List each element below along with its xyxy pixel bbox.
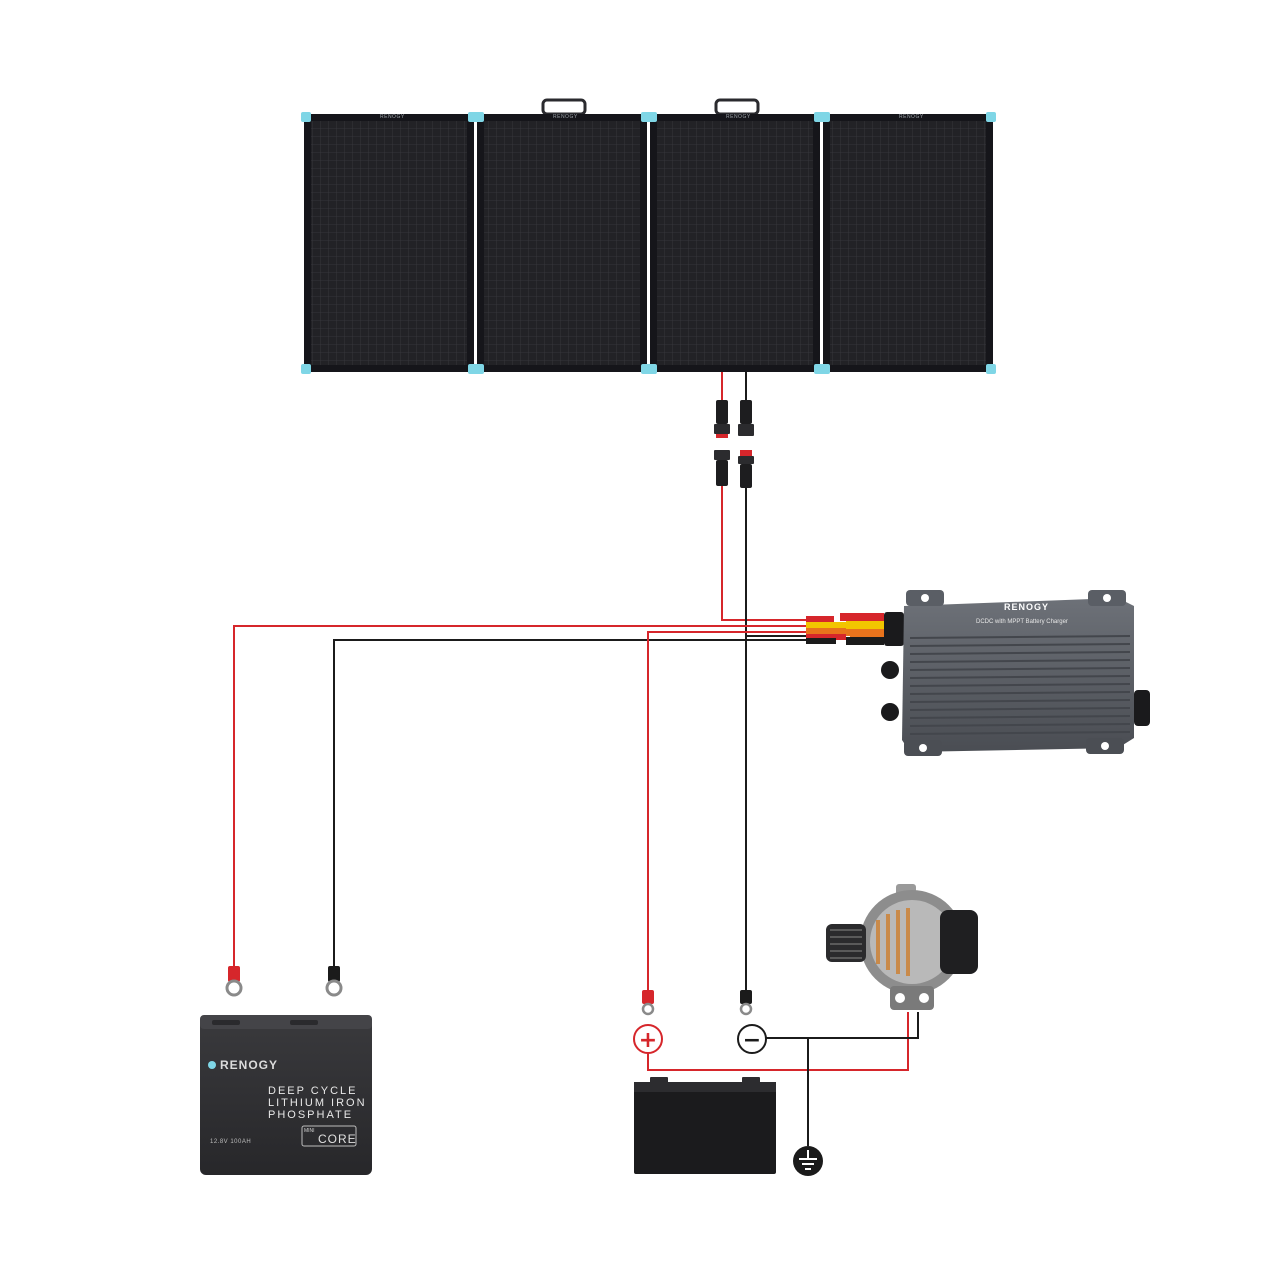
ring-terminal-positive	[225, 966, 243, 997]
house-battery-positive-wire	[233, 625, 810, 966]
dcdc-charger: RENOGY DCDC with MPPT Battery Charger	[881, 590, 1150, 756]
panel-module-4	[823, 114, 993, 372]
ring-terminal-negative	[739, 990, 753, 1016]
controller-terminal	[1134, 690, 1150, 726]
controller-heatsink	[909, 635, 1131, 735]
battery-brand-label: RENOGY	[220, 1058, 278, 1072]
battery-title-line-3: PHOSPHATE	[268, 1109, 353, 1121]
panel-module-1	[304, 114, 474, 372]
battery-series-badge	[301, 1125, 357, 1147]
controller-subtitle: DCDC with MPPT Battery Charger	[976, 619, 1068, 625]
alternator-positive-wire	[647, 1012, 909, 1071]
ring-terminals	[225, 966, 753, 1016]
mc4-connector-positive-lower	[714, 450, 730, 486]
wiring	[233, 486, 919, 1146]
negative-symbol: −	[743, 1028, 761, 1053]
panel-brand-label: RENOGY	[553, 114, 578, 120]
house-battery-negative-wire	[333, 639, 810, 966]
controller-cable-bundle	[806, 612, 904, 646]
battery-series-mini: MINI	[304, 1128, 315, 1134]
alternator-icon	[826, 884, 978, 1010]
panel-handle	[714, 98, 760, 116]
battery-series-name: CORE	[318, 1132, 357, 1146]
mc4-connector-negative	[738, 400, 754, 436]
battery-spec-label: 12.8V 100AH	[210, 1139, 251, 1145]
mc4-connector-positive	[714, 400, 730, 438]
solar-panel: RENOGY RENOGY RENOGY RENOGY	[301, 98, 996, 374]
positive-terminal-marker: +	[633, 1024, 663, 1054]
controller-port	[881, 661, 899, 679]
battery-title-line-1: DEEP CYCLE	[268, 1085, 358, 1097]
pv-positive-wire	[721, 486, 810, 621]
alternator-negative-wire	[766, 1012, 919, 1039]
starter-battery-positive-wire	[647, 631, 810, 990]
panel-handle	[541, 98, 587, 116]
lithium-battery: RENOGY DEEP CYCLE LITHIUM IRON PHOSPHATE…	[200, 1015, 372, 1175]
panel-module-2	[477, 114, 647, 372]
panel-module-3	[650, 114, 820, 372]
panel-brand-label: RENOGY	[380, 114, 405, 120]
controller-port	[881, 703, 899, 721]
battery-title-line-2: LITHIUM IRON	[268, 1097, 367, 1109]
panel-corner-protectors	[301, 112, 996, 374]
ground-icon	[793, 1146, 823, 1176]
controller-brand-label: RENOGY	[1004, 602, 1049, 612]
negative-terminal-marker: −	[737, 1024, 767, 1054]
panel-brand-label: RENOGY	[726, 114, 751, 120]
ring-terminal-positive	[641, 990, 655, 1016]
positive-symbol: +	[639, 1028, 657, 1053]
mc4-connector-negative-lower	[738, 450, 754, 488]
panel-brand-label: RENOGY	[899, 114, 924, 120]
pv-leads	[714, 372, 754, 488]
renogy-logo-icon	[208, 1061, 216, 1069]
starter-battery	[634, 1077, 776, 1174]
ring-terminal-negative	[325, 966, 343, 997]
